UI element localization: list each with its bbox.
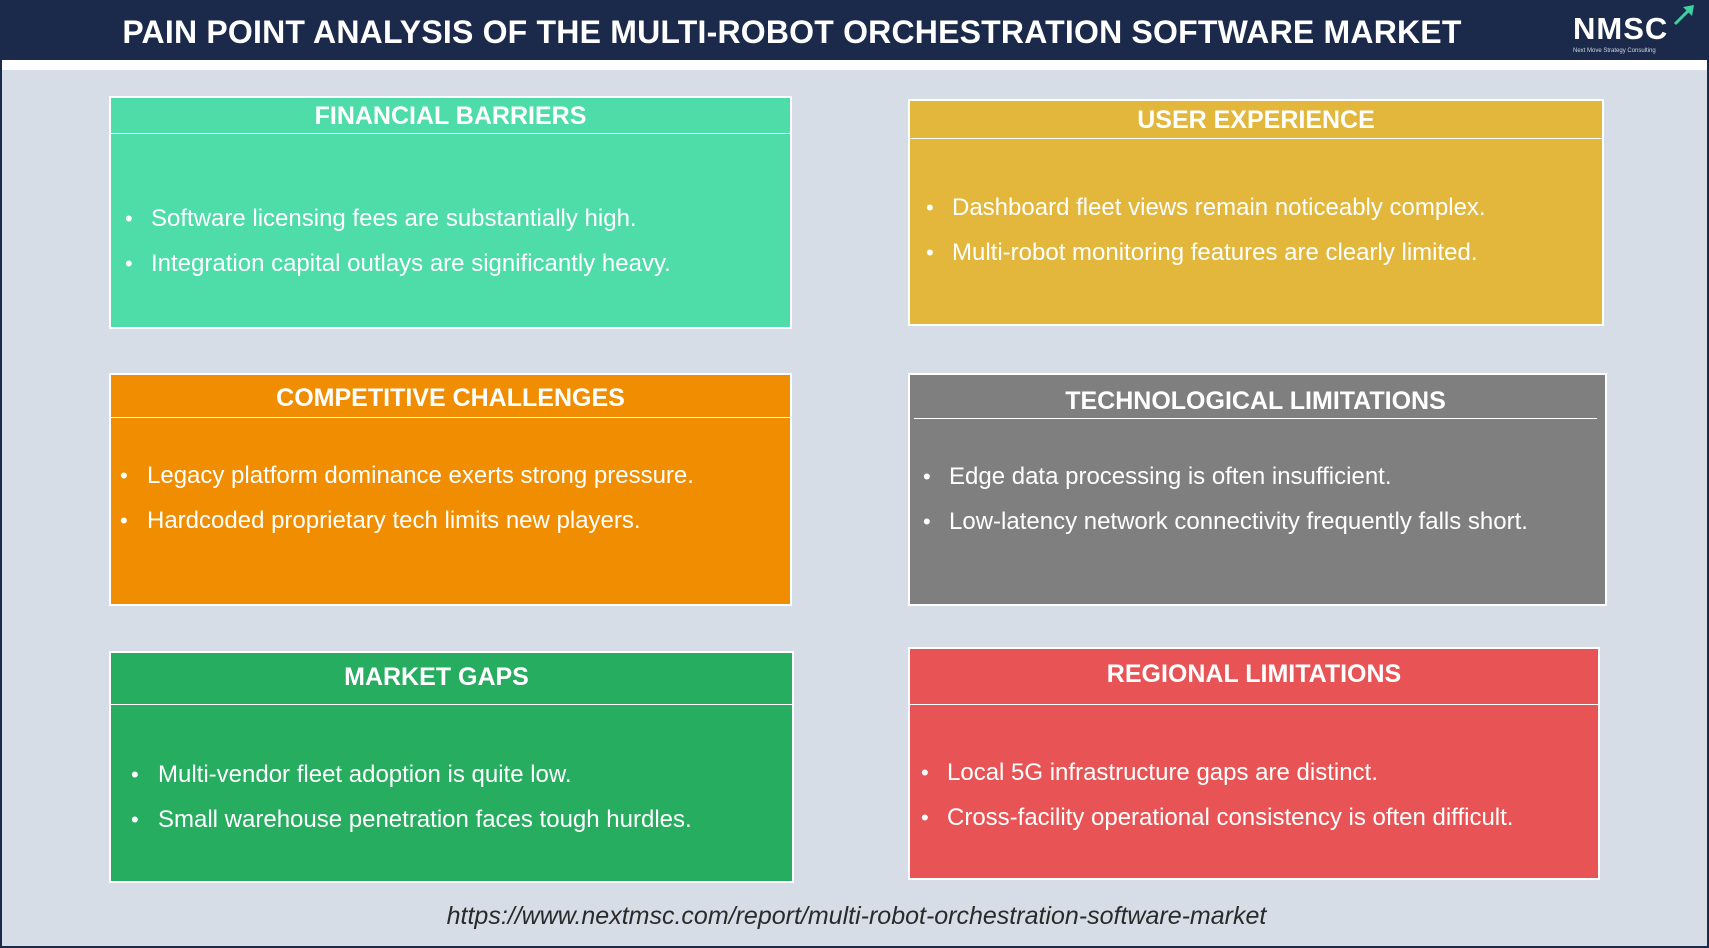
- card-title: FINANCIAL BARRIERS: [314, 102, 587, 130]
- card-divider: [111, 704, 792, 705]
- card-divider: [914, 418, 1597, 419]
- card-market-gaps: MARKET GAPS • Multi-vendor fleet adoptio…: [109, 651, 794, 883]
- card-title: COMPETITIVE CHALLENGES: [276, 384, 625, 412]
- bullet-dot: •: [120, 508, 128, 533]
- bullet-dot: •: [926, 240, 934, 265]
- bullet-text: Small warehouse penetration faces tough …: [158, 806, 692, 833]
- list-item: • Low-latency network connectivity frequ…: [910, 507, 1605, 552]
- card-title: TECHNOLOGICAL LIMITATIONS: [1065, 387, 1446, 415]
- card-title: USER EXPERIENCE: [1137, 106, 1375, 134]
- arrow-icon: [1673, 5, 1694, 26]
- bullet-text: Multi-vendor fleet adoption is quite low…: [158, 761, 572, 788]
- card-title: MARKET GAPS: [344, 663, 529, 691]
- nmsc-logo: NMSC Next Move Strategy Consulting: [1573, 5, 1694, 56]
- list-item: • Software licensing fees are substantia…: [111, 204, 790, 249]
- bullet-text: Hardcoded proprietary tech limits new pl…: [147, 507, 641, 534]
- bullet-text: Local 5G infrastructure gaps are distinc…: [947, 759, 1378, 786]
- bullet-list: • Software licensing fees are substantia…: [111, 204, 790, 294]
- bullet-dot: •: [921, 805, 929, 830]
- card-financial-barriers: FINANCIAL BARRIERS • Software licensing …: [109, 96, 792, 329]
- list-item: • Small warehouse penetration faces toug…: [111, 805, 792, 850]
- bullet-list: • Legacy platform dominance exerts stron…: [111, 461, 790, 551]
- bullet-text: Low-latency network connectivity frequen…: [949, 508, 1528, 535]
- card-divider: [910, 138, 1602, 139]
- bullet-text: Software licensing fees are substantiall…: [151, 205, 637, 232]
- logo-tagline: Next Move Strategy Consulting: [1573, 48, 1656, 54]
- bullet-text: Legacy platform dominance exerts strong …: [147, 462, 694, 489]
- bullet-list: • Local 5G infrastructure gaps are disti…: [910, 758, 1598, 848]
- card-regional-limitations: REGIONAL LIMITATIONS • Local 5G infrastr…: [908, 647, 1600, 880]
- header-bar: PAIN POINT ANALYSIS OF THE MULTI-ROBOT O…: [2, 2, 1707, 60]
- card-divider: [910, 704, 1598, 705]
- list-item: • Dashboard fleet views remain noticeabl…: [910, 193, 1602, 238]
- bullet-list: • Edge data processing is often insuffic…: [910, 462, 1605, 552]
- bullet-list: • Multi-vendor fleet adoption is quite l…: [111, 760, 792, 850]
- bullet-dot: •: [923, 509, 931, 534]
- bullet-dot: •: [131, 807, 139, 832]
- bullet-dot: •: [125, 251, 133, 276]
- bullet-text: Edge data processing is often insufficie…: [949, 463, 1392, 490]
- bullet-text: Integration capital outlays are signific…: [151, 250, 671, 277]
- bullet-text: Cross-facility operational consistency i…: [947, 804, 1514, 831]
- bullet-dot: •: [120, 463, 128, 488]
- page-title: PAIN POINT ANALYSIS OF THE MULTI-ROBOT O…: [122, 14, 1462, 50]
- list-item: • Multi-robot monitoring features are cl…: [910, 238, 1602, 283]
- logo-text: NMSC: [1573, 11, 1669, 46]
- bullet-text: Multi-robot monitoring features are clea…: [952, 239, 1478, 266]
- bullet-dot: •: [923, 464, 931, 489]
- source-url[interactable]: https://www.nextmsc.com/report/multi-rob…: [446, 902, 1267, 930]
- header-underline: [2, 60, 1707, 70]
- card-user-experience: USER EXPERIENCE • Dashboard fleet views …: [908, 99, 1604, 326]
- bullet-text: Dashboard fleet views remain noticeably …: [952, 194, 1486, 221]
- list-item: • Edge data processing is often insuffic…: [910, 462, 1605, 507]
- bullet-dot: •: [131, 762, 139, 787]
- list-item: • Multi-vendor fleet adoption is quite l…: [111, 760, 792, 805]
- card-divider: [111, 417, 790, 418]
- list-item: • Legacy platform dominance exerts stron…: [111, 461, 790, 506]
- list-item: • Local 5G infrastructure gaps are disti…: [910, 758, 1598, 803]
- bullet-dot: •: [921, 760, 929, 785]
- list-item: • Integration capital outlays are signif…: [111, 249, 790, 294]
- bullet-list: • Dashboard fleet views remain noticeabl…: [910, 193, 1602, 283]
- card-title: REGIONAL LIMITATIONS: [1106, 660, 1402, 688]
- card-technological-limitations: TECHNOLOGICAL LIMITATIONS • Edge data pr…: [908, 373, 1607, 606]
- list-item: • Cross-facility operational consistency…: [910, 803, 1598, 848]
- bullet-dot: •: [125, 206, 133, 231]
- bullet-dot: •: [926, 195, 934, 220]
- list-item: • Hardcoded proprietary tech limits new …: [111, 506, 790, 551]
- card-divider: [111, 133, 790, 134]
- card-competitive-challenges: COMPETITIVE CHALLENGES • Legacy platform…: [109, 373, 792, 606]
